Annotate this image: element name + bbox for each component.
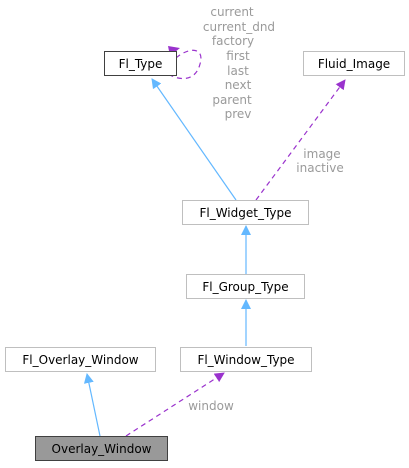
edge-overlay-to-fl-overlay: [83, 373, 101, 437]
self-label-first: first: [226, 49, 250, 63]
node-fl-group-type[interactable]: Fl_Group_Type: [186, 274, 305, 299]
edge-widget-to-type: [151, 78, 237, 201]
self-label-factory: factory: [212, 34, 254, 48]
self-label-prev: prev: [225, 107, 252, 121]
fl-type-self-labels: current current_dnd factory first last n…: [203, 5, 275, 121]
self-label-parent: parent: [212, 93, 252, 107]
self-label-current: current: [210, 5, 254, 19]
node-fluid-image-label: Fluid_Image: [318, 57, 390, 71]
edge-overlay-to-window-type: [125, 372, 225, 437]
node-overlay-window-label: Overlay_Window: [52, 442, 152, 456]
node-fl-overlay-window-label: Fl_Overlay_Window: [22, 353, 138, 367]
node-fl-window-type[interactable]: Fl_Window_Type: [180, 347, 312, 372]
edge-label-inactive: inactive: [296, 161, 343, 175]
edge-label-window: window: [188, 399, 234, 413]
node-fl-group-type-label: Fl_Group_Type: [202, 280, 288, 294]
node-fl-type[interactable]: Fl_Type: [104, 51, 177, 76]
node-fl-widget-type-label: Fl_Widget_Type: [199, 206, 291, 220]
node-overlay-window[interactable]: Overlay_Window: [35, 436, 168, 461]
node-fl-overlay-window[interactable]: Fl_Overlay_Window: [5, 347, 156, 372]
self-label-current-dnd: current_dnd: [203, 20, 275, 34]
fl-type-self-edge: [167, 49, 202, 80]
node-fluid-image[interactable]: Fluid_Image: [303, 51, 405, 76]
node-fl-type-label: Fl_Type: [119, 57, 163, 71]
node-fl-widget-type[interactable]: Fl_Widget_Type: [182, 200, 309, 225]
node-fl-window-type-label: Fl_Window_Type: [197, 353, 294, 367]
edge-widget-to-fluid-image: [255, 79, 346, 201]
self-label-next: next: [225, 78, 252, 92]
self-label-last: last: [227, 64, 249, 78]
edge-label-image: image: [303, 147, 340, 161]
